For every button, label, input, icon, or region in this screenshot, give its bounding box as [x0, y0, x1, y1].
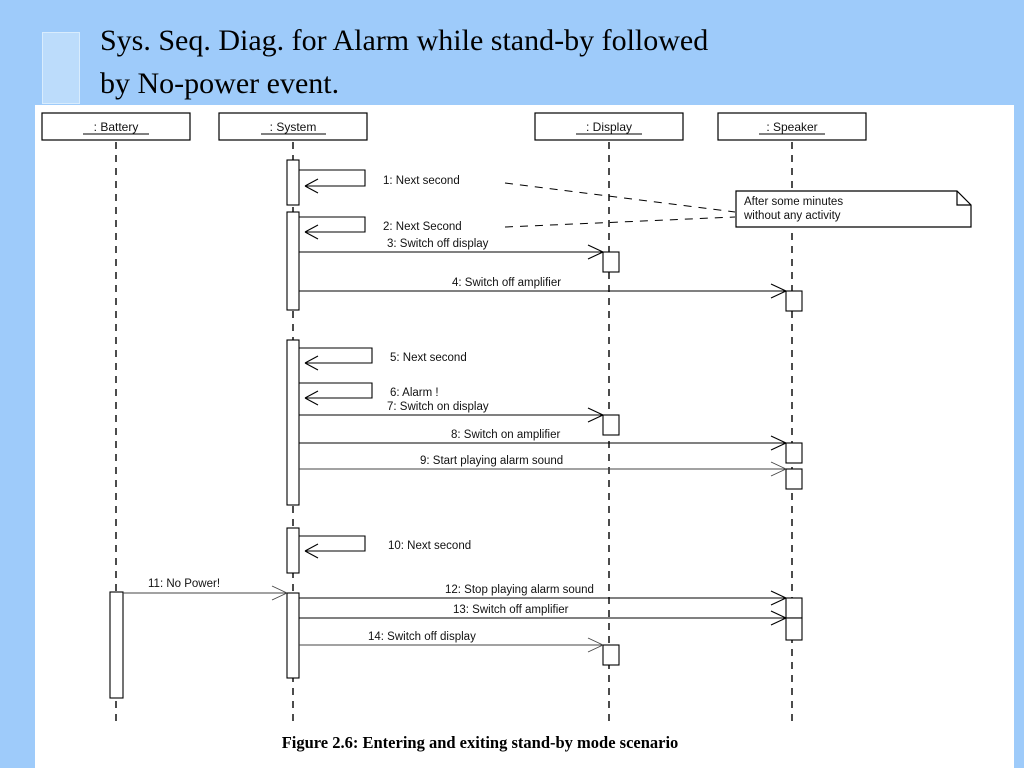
activation-speaker-2	[785, 442, 803, 464]
message-9-label: 9: Start playing alarm sound	[420, 455, 563, 467]
sequence-diagram-svg: : Battery : System : Display : Speaker	[41, 112, 972, 752]
note-after-some-minutes: After some minutes without any activity	[504, 182, 972, 228]
activation-display-2	[602, 414, 620, 436]
lifeline-header-speaker[interactable]: : Speaker	[717, 112, 867, 141]
figure-caption: Figure 2.6: Entering and exiting stand-b…	[282, 733, 679, 752]
message-10-label: 10: Next second	[388, 540, 471, 552]
message-3-label: 3: Switch off display	[387, 238, 489, 250]
message-8-label: 8: Switch on amplifier	[451, 429, 560, 441]
activation-system-1	[286, 159, 300, 206]
note-body	[735, 190, 972, 228]
activation-system-2	[286, 211, 300, 311]
activation-system-5	[286, 592, 300, 679]
message-13[interactable]: 13: Switch off amplifier	[299, 604, 787, 626]
activation-speaker-1	[785, 290, 803, 312]
message-7-label: 7: Switch on display	[387, 401, 489, 413]
message-4-label: 4: Switch off amplifier	[452, 277, 561, 289]
lifeline-header-battery[interactable]: : Battery	[41, 112, 191, 141]
activation-system-4	[286, 527, 300, 574]
activation-speaker-3	[785, 468, 803, 490]
message-11[interactable]: 11: No Power!	[123, 578, 288, 601]
message-9[interactable]: 9: Start playing alarm sound	[299, 455, 787, 477]
message-3[interactable]: 3: Switch off display	[299, 238, 604, 260]
lifeline-box-battery	[41, 112, 191, 141]
activation-speaker-5	[785, 617, 803, 641]
diagram-canvas: : Battery : System : Display : Speaker	[35, 105, 1014, 768]
message-8[interactable]: 8: Switch on amplifier	[299, 429, 787, 451]
activation-speaker-4	[785, 597, 803, 619]
note-fold-corner	[956, 191, 971, 206]
page-title: Sys. Seq. Diag. for Alarm while stand-by…	[100, 24, 709, 100]
message-14[interactable]: 14: Switch off display	[299, 631, 604, 653]
lifeline-box-system	[218, 112, 368, 141]
message-5-label: 5: Next second	[390, 352, 467, 364]
message-6-label: 6: Alarm !	[390, 387, 439, 399]
message-2-label: 2: Next Second	[383, 221, 462, 233]
message-4[interactable]: 4: Switch off amplifier	[299, 277, 787, 299]
note-line-1: After some minutes	[744, 196, 843, 208]
message-7[interactable]: 7: Switch on display	[299, 401, 604, 423]
lifeline-label-speaker: : Speaker	[766, 120, 817, 134]
lifeline-header-display[interactable]: : Display	[534, 112, 684, 141]
message-1[interactable]: 1: Next second	[299, 169, 460, 194]
message-13-label: 13: Switch off amplifier	[453, 604, 569, 616]
message-1-label: 1: Next second	[383, 175, 460, 187]
lifeline-label-display: : Display	[586, 120, 632, 134]
title-decoration-bar	[42, 32, 80, 104]
message-6[interactable]: 6: Alarm !	[299, 382, 439, 406]
lifeline-box-speaker	[717, 112, 867, 141]
activation-display-3	[602, 644, 620, 666]
lifeline-label-system: : System	[270, 120, 317, 134]
message-14-label: 14: Switch off display	[368, 631, 476, 643]
message-10[interactable]: 10: Next second	[299, 535, 471, 559]
activation-system-3	[286, 339, 300, 506]
message-2[interactable]: 2: Next Second	[299, 216, 462, 240]
message-5[interactable]: 5: Next second	[299, 347, 467, 371]
message-12-label: 12: Stop playing alarm sound	[445, 584, 594, 596]
activation-battery-1	[109, 591, 124, 699]
activation-display-1	[602, 251, 620, 273]
message-12[interactable]: 12: Stop playing alarm sound	[299, 584, 787, 606]
note-line-2: without any activity	[743, 210, 841, 222]
message-11-label: 11: No Power!	[148, 578, 220, 590]
lifeline-header-system[interactable]: : System	[218, 112, 368, 141]
lifeline-box-display	[534, 112, 684, 141]
lifeline-label-battery: : Battery	[94, 120, 139, 134]
